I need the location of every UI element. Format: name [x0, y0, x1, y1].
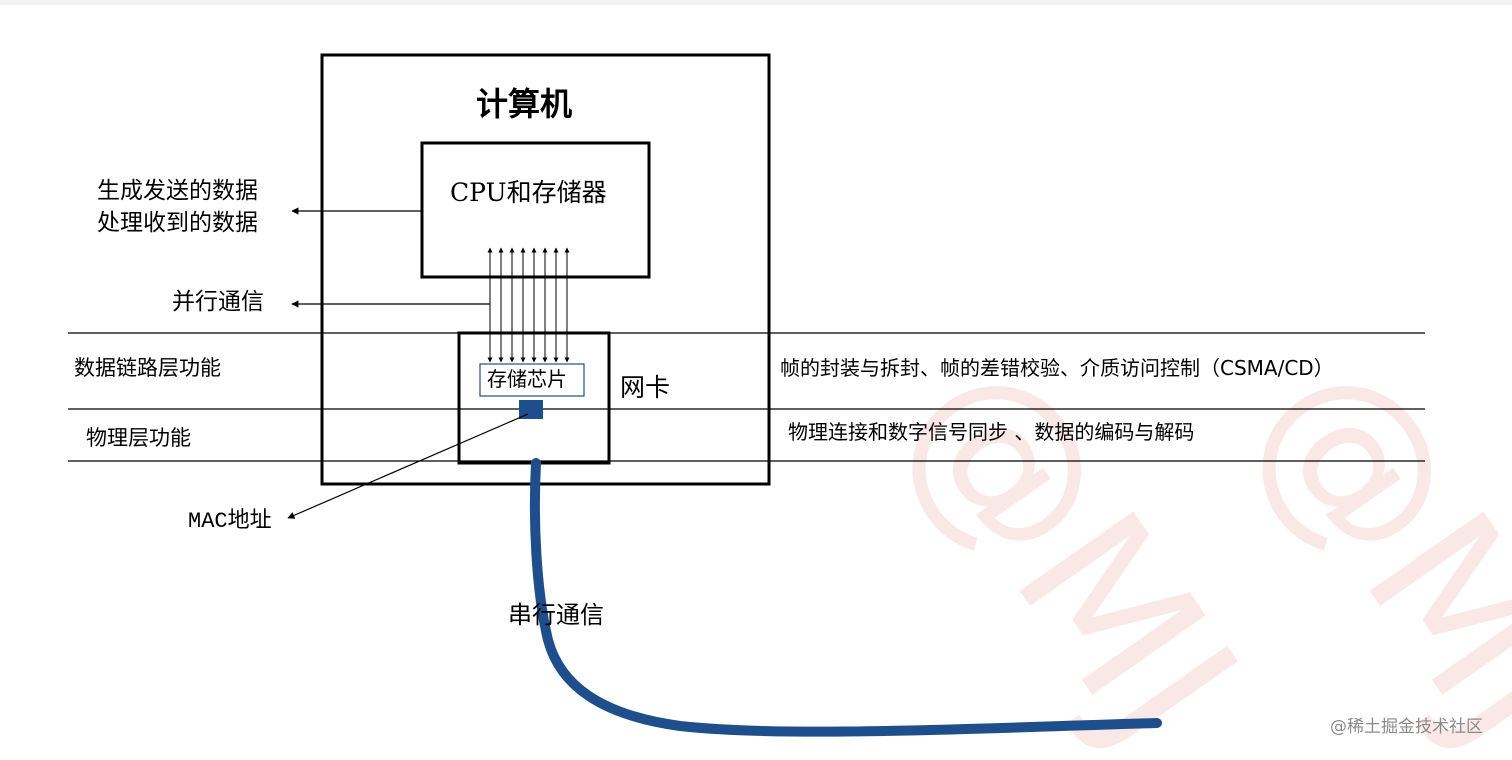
watermark-background: @MJ @MJ	[863, 319, 1512, 760]
site-watermark: @稀土掘金技术社区	[1330, 717, 1483, 737]
cpu-memory-box	[420, 141, 651, 279]
top-border-strip	[0, 0, 1512, 5]
mac-address-label: MAC地址	[188, 509, 272, 534]
storage-chip-box	[479, 363, 585, 397]
computer-box	[320, 53, 771, 486]
process-data-label: 处理收到的数据	[97, 210, 258, 236]
network-card-label: 网卡	[620, 373, 671, 402]
mac-port	[519, 400, 543, 419]
computer-title: 计算机	[476, 85, 573, 123]
storage-chip-label: 存储芯片	[487, 367, 567, 391]
datalink-layer-desc: 帧的封装与拆封、帧的差错校验、介质访问控制（CSMA/CD）	[780, 356, 1334, 380]
generate-data-label: 生成发送的数据	[97, 178, 258, 204]
serial-comm-label: 串行通信	[508, 601, 604, 629]
datalink-layer-name: 数据链路层功能	[74, 356, 221, 380]
parallel-bus	[487, 247, 570, 363]
physical-layer-name: 物理层功能	[86, 426, 191, 450]
physical-layer-desc: 物理连接和数字信号同步 、数据的编码与解码	[788, 420, 1195, 444]
cpu-memory-label: CPU和存储器	[450, 178, 607, 207]
svg-text:@MJ: @MJ	[863, 319, 1279, 760]
svg-text:@MJ: @MJ	[1213, 319, 1512, 760]
parallel-comm-label: 并行通信	[172, 289, 264, 315]
serial-cable	[529, 458, 1162, 737]
mac-arrow	[287, 413, 529, 519]
